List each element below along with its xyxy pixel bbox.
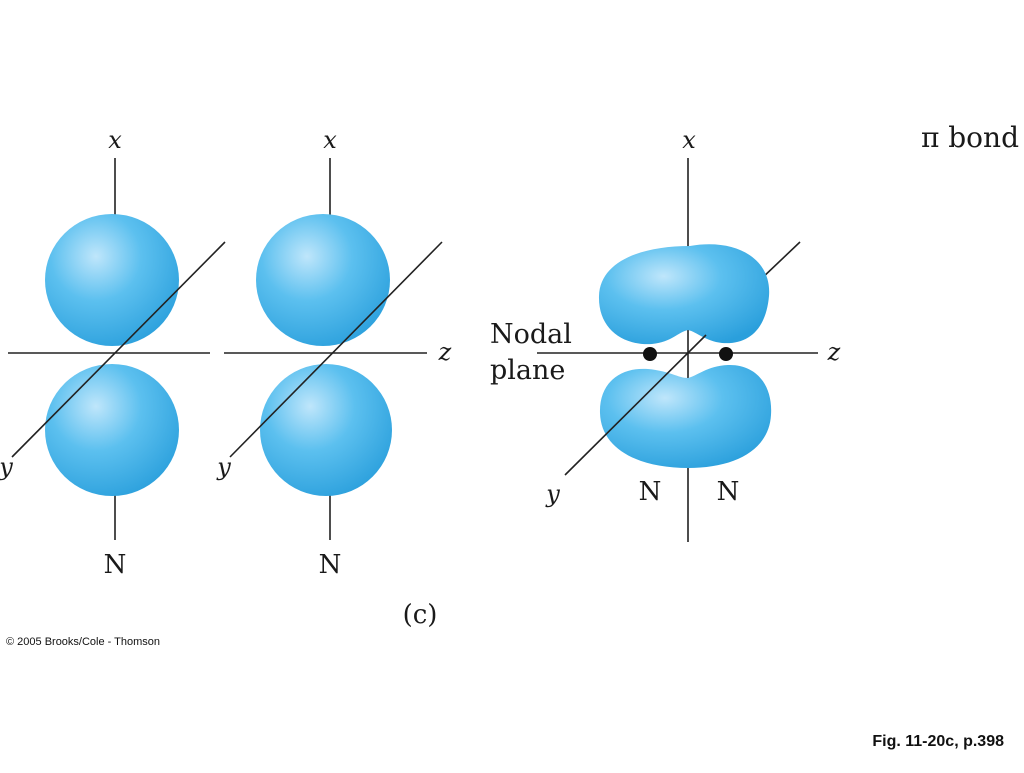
figure-reference: Fig. 11-20c, p.398 — [872, 733, 1004, 750]
atom-label-2: N — [319, 550, 342, 580]
copyright-text: © 2005 Brooks/Cole - Thomson — [6, 636, 161, 648]
atom-label-1: N — [104, 550, 127, 580]
pi-bond-lower-lobe — [599, 364, 772, 468]
lower-lobe-2 — [260, 364, 392, 496]
nucleus-right — [719, 347, 733, 361]
x-axis-label-1: x — [108, 126, 122, 154]
nucleus-left — [643, 347, 657, 361]
upper-lobe-2 — [256, 214, 390, 346]
pi-bond-upper-lobe — [598, 244, 770, 345]
bond-x-axis-label: x — [682, 126, 696, 154]
bond-atom-label-right: N — [717, 477, 740, 507]
bond-y-axis-line-upper — [759, 241, 801, 281]
x-axis-label-2: x — [323, 126, 337, 154]
p-orbital-atom-1: x y N — [0, 126, 226, 580]
nodal-label-line1: Nodal — [490, 319, 572, 350]
y-axis-line-1 — [11, 241, 226, 458]
bond-y-axis-line-lower — [564, 334, 707, 476]
p-orbital-atom-2: x y z N — [216, 126, 451, 580]
z-axis-label-2: z — [438, 338, 452, 366]
panel-label: (c) — [403, 600, 438, 630]
bond-z-axis-label: z — [827, 338, 841, 366]
pi-bond-orbital: x y z Nodal plane N N — [490, 126, 841, 542]
lower-lobe-1 — [45, 364, 179, 496]
bond-atom-label-left: N — [639, 477, 662, 507]
bond-y-axis-label: y — [545, 480, 560, 508]
y-axis-label-1: y — [0, 453, 13, 481]
upper-lobe-1 — [45, 214, 179, 346]
y-axis-label-2: y — [216, 453, 231, 481]
y-axis-line-2 — [229, 241, 443, 458]
pi-bond-label: π bond — [921, 121, 1019, 154]
nodal-label-line2: plane — [490, 355, 565, 386]
